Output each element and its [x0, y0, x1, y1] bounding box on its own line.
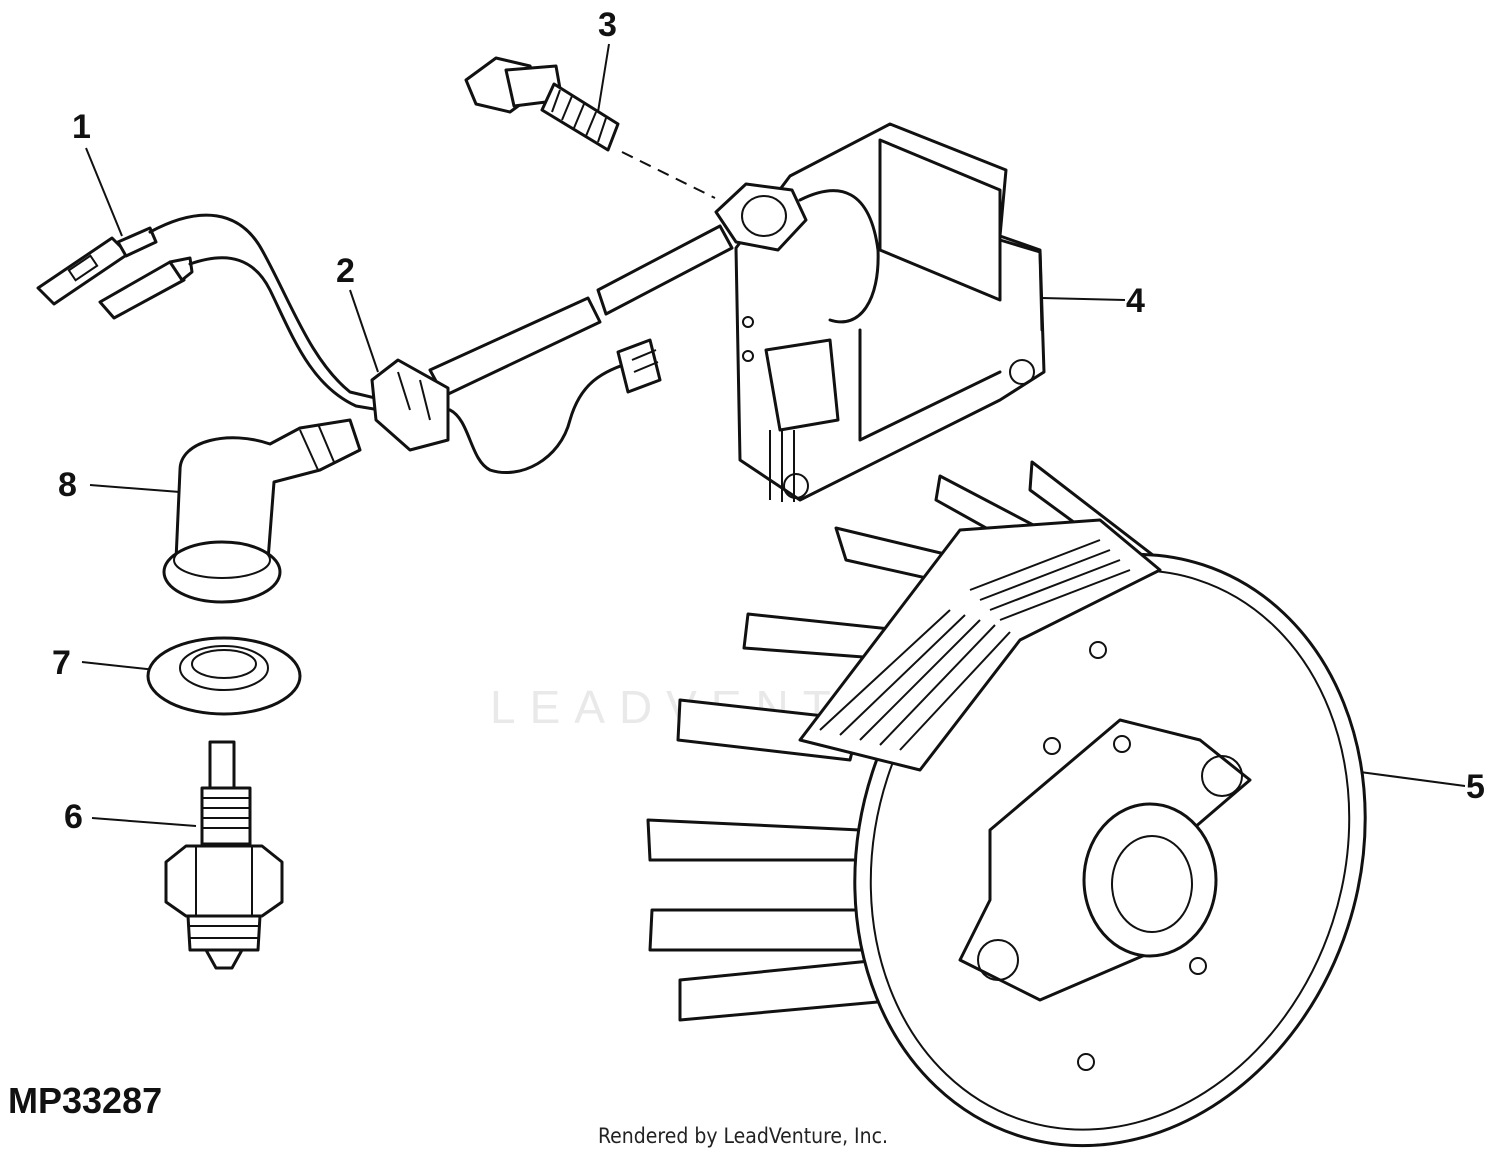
part-6-spark-plug [164, 740, 284, 970]
leader-lines [81, 43, 1466, 827]
callout-4: 4 [1126, 282, 1145, 320]
part-7-washer [146, 636, 302, 716]
callout-2: 2 [336, 252, 355, 290]
part-4-ignition-coil [714, 122, 1046, 502]
part-3-bolt [464, 56, 620, 152]
callout-8: 8 [58, 466, 77, 504]
part-8-spark-plug-boot [162, 418, 362, 604]
part-2-ignition-lead [370, 224, 734, 475]
callout-1: 1 [72, 108, 91, 146]
render-credit: Rendered by LeadVenture, Inc. [598, 1124, 888, 1148]
figure-id-label: MP33287 [8, 1080, 163, 1121]
part-1-wire-connectors [36, 213, 394, 414]
callout-5: 5 [1466, 768, 1485, 806]
part-5-flywheel [646, 460, 1367, 1148]
callout-6: 6 [64, 798, 83, 836]
callout-3: 3 [598, 6, 617, 44]
callout-7: 7 [52, 644, 71, 682]
